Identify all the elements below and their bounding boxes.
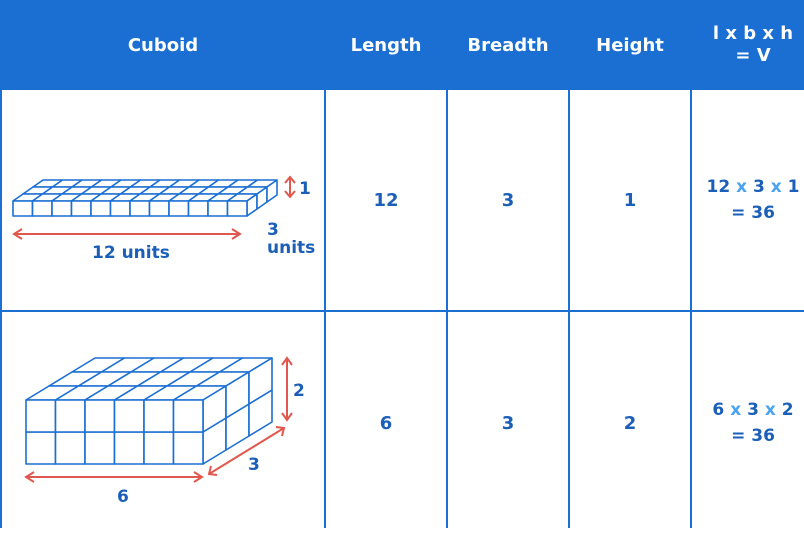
header-length: Length [326,2,446,88]
row2-length-arrow [24,471,204,483]
row2-height-label: 2 [293,381,305,401]
front-face-cell [226,200,248,217]
row1-cuboid-diagram: 12 units 3 units 1 [12,175,315,263]
row2-cuboid-figure: 6 3 2 [2,312,324,534]
header-formula-line1: l x b x h [712,23,794,44]
row1-formula-h: 1 [787,177,800,197]
row1-length-arrow [12,228,242,240]
front-face-cell [172,431,204,465]
row1-formula-times-2: x [770,177,782,197]
front-face-cell [84,399,116,433]
front-face-cell [129,200,151,217]
row1-cuboid-figure: 12 units 3 units 1 [2,90,324,310]
front-face-cell [25,399,57,433]
row1-breadth: 3 [448,90,568,310]
side-face-cell [248,357,273,405]
row1-length: 12 [326,90,446,310]
row1-height-arrow [284,175,296,199]
row2-breadth-label: 3 [248,455,260,475]
row2-formula-result: = 36 [731,426,775,446]
front-face-cell [113,399,145,433]
front-face-cell [113,431,145,465]
side-face-cell [266,179,278,203]
front-face-cell [172,399,204,433]
front-face-cell [70,200,92,217]
row2-formula: 6 x 3 x 2 = 36 [692,312,804,534]
front-face-cell [143,431,175,465]
row1-formula-l: 12 [706,177,731,197]
row2-height: 2 [570,312,690,534]
front-face-cell [187,200,209,217]
front-face-cell [51,200,73,217]
front-face-cell [54,431,86,465]
front-face-cell [143,399,175,433]
header-height: Height [570,2,690,88]
front-face-cell [25,431,57,465]
front-face-cell [54,399,86,433]
front-face-cell [109,200,131,217]
front-face-cell [90,200,112,217]
row2-formula-b: 3 [747,400,759,420]
row2-length-label: 6 [117,487,129,507]
front-face-cell [84,431,116,465]
row2-length: 6 [326,312,446,534]
row2-cuboid-diagram: 6 3 2 [24,356,305,507]
front-face-cell [31,200,53,217]
row1-formula-expression: 12 x 3 x 1 [707,174,800,200]
front-face-cell [148,200,170,217]
row1-cube-grid [12,179,278,217]
row1-breadth-label-1: 3 [267,220,279,240]
header-formula-line2: = V [735,45,771,66]
row1-height: 1 [570,90,690,310]
header-breadth: Breadth [448,2,568,88]
row1-length-label: 12 units [92,243,170,263]
front-face-cell [12,200,34,217]
row2-formula-h: 2 [781,400,794,420]
row2-formula-times-2: x [764,400,776,420]
row1-formula-b: 3 [752,177,765,197]
row1-breadth-label-2: units [267,238,315,258]
header-formula: l x b x h = V [692,2,804,88]
front-face-cell [168,200,190,217]
row1-height-label: 1 [299,179,311,199]
row2-formula-times-1: x [730,400,742,420]
row1-formula-times-1: x [736,177,748,197]
row2-breadth-arrow [207,426,286,476]
row2-formula-l: 6 [712,400,725,420]
row2-cube-grid [25,357,273,465]
row2-formula-expression: 6 x 3 x 2 [712,397,793,423]
front-face-cell [207,200,229,217]
header-cuboid: Cuboid [2,2,324,88]
row2-breadth: 3 [448,312,568,534]
row1-formula: 12 x 3 x 1 = 36 [692,90,804,310]
row2-height-arrow [281,356,293,422]
row1-formula-result: = 36 [731,203,775,223]
